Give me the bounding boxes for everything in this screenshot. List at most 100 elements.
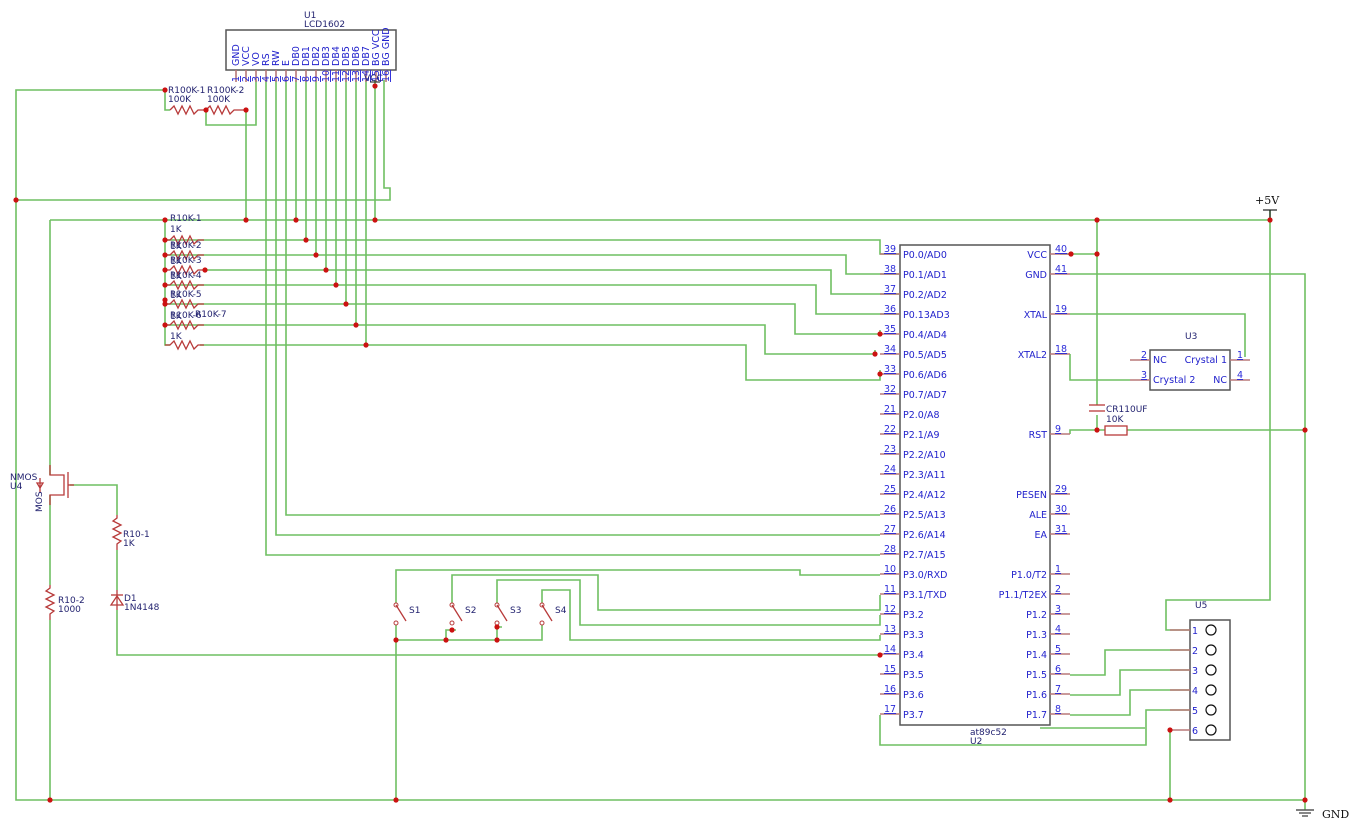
switch-s3[interactable]: S3 <box>494 602 521 626</box>
d1-value: 1N4148 <box>124 603 160 613</box>
switch-label: S3 <box>510 606 521 616</box>
u2-pin-num: 8 <box>1055 704 1061 715</box>
u2-pin-num: 29 <box>1055 484 1067 495</box>
u2-pin-name: P3.7 <box>903 710 924 721</box>
u2-pin-num: 32 <box>884 384 896 395</box>
u2-pin-num: 16 <box>884 684 896 695</box>
switch-s1[interactable]: S1 <box>393 602 420 626</box>
u2-pin-name: P0.5/AD5 <box>903 350 947 361</box>
switch-s2[interactable]: S2 <box>449 602 476 626</box>
u2-pin-num: 33 <box>884 364 896 375</box>
u2-pin-num: 30 <box>1055 504 1067 515</box>
crystal-u3[interactable]: U3 2 NC 1 Crystal 1 3 Crystal 2 4 NC <box>1130 332 1250 391</box>
resistor-r10k[interactable] <box>165 234 204 246</box>
u1-pin-num: 12 <box>341 70 352 82</box>
u1-pin-num: 9 <box>311 76 322 82</box>
junction-dot <box>1302 797 1308 803</box>
u1-pin-num: 8 <box>301 76 312 82</box>
junction-dot <box>202 267 208 273</box>
u2-pin-name: P2.1/A9 <box>903 430 940 441</box>
u2-pin-name: P1.2 <box>1026 610 1047 621</box>
u1-pin-num: 3 <box>251 76 262 82</box>
r10k-value: 1K <box>170 291 183 301</box>
u2-pin-name: XTAL2 <box>1018 350 1047 361</box>
u2-pin-num: 17 <box>884 704 896 715</box>
junction-dot <box>372 83 378 89</box>
junction-dot <box>47 797 53 803</box>
u1-pin-num: 14 <box>361 70 372 82</box>
junction-dot <box>872 351 878 357</box>
resistor-r10k[interactable] <box>165 339 204 351</box>
u2-pin-name: P1.3 <box>1026 630 1047 641</box>
junction-dot <box>303 237 309 243</box>
u5-pin-num: 2 <box>1192 646 1198 657</box>
diode-d1[interactable]: D1 1N4148 <box>109 590 160 613</box>
vcc-flag: VCC <box>364 74 383 84</box>
resistor-r10k[interactable] <box>165 298 204 310</box>
u5-pin-num: 4 <box>1192 686 1198 697</box>
resistor-r100k-1[interactable]: R100K-1 100K <box>168 86 206 116</box>
u2-pin-num: 36 <box>884 304 896 315</box>
u2-pin-num: 18 <box>1055 344 1067 355</box>
switch-s4[interactable]: S4 <box>539 602 567 626</box>
u4-ref: U4 <box>10 482 23 492</box>
r10k-value: 1K <box>170 332 183 342</box>
resistor-r10k[interactable] <box>165 249 204 261</box>
u3-pin-num: 4 <box>1237 370 1243 381</box>
junction-dot <box>162 267 168 273</box>
u2-pin-num: 19 <box>1055 304 1067 315</box>
u1-pin-name: BG VCC <box>371 29 382 66</box>
u2-pin-name: XTAL <box>1024 310 1048 321</box>
junction-dot <box>363 342 369 348</box>
u2-pin-num: 27 <box>884 524 896 535</box>
resistor-network-r10k[interactable]: R10K-11KR10K-21KR10K-31KR10K-41KR10K-51K… <box>165 214 227 351</box>
u2-pin-name: P0.13AD3 <box>903 310 950 321</box>
junction-dot <box>162 297 168 303</box>
u5-socket-icon <box>1205 724 1217 736</box>
u2-pin-num: 2 <box>1055 584 1061 595</box>
nmos-u4[interactable]: NMOS U4 MOS <box>10 465 74 512</box>
u1-pin-name: VO <box>251 52 262 66</box>
u2-pin-name: P0.6/AD6 <box>903 370 947 381</box>
resistor-r10-1[interactable]: R10-1 1K <box>111 515 150 550</box>
u2-part: at89c52 <box>970 728 1007 738</box>
r10k-ref: R10K-4 <box>170 271 202 281</box>
r10k-value: 1K <box>170 272 183 282</box>
u2-pin-num: 25 <box>884 484 896 495</box>
junction-dot <box>1094 217 1100 223</box>
u2-pin-num: 38 <box>884 264 896 275</box>
junction-dot <box>162 252 168 258</box>
junctions <box>13 83 1308 803</box>
capacitor-c1[interactable]: CR110UF <box>1089 404 1147 415</box>
r10k-ref: R10K-7 <box>195 310 227 320</box>
u2-pin-num: 6 <box>1055 664 1061 675</box>
junction-dot <box>162 217 168 223</box>
r10-2-ref: R10-2 <box>58 596 85 606</box>
u2-pin-name: P1.0/T2 <box>1011 570 1047 581</box>
mcu-at89c52-u2[interactable]: at89c52 U2 39P0.0/AD038P0.1/AD137P0.2/AD… <box>880 244 1070 747</box>
u2-ref: U2 <box>970 737 982 747</box>
u2-pin-name: P3.0/RXD <box>903 570 947 581</box>
lcd1602-u1[interactable]: U1 LCD1602 GND1VCC2VO3RS4RW5E6DB07DB18DB… <box>225 11 397 82</box>
junction-dot <box>162 322 168 328</box>
resistor-r10-2[interactable]: R10-2 1000 <box>44 585 85 620</box>
u2-body <box>899 244 1051 726</box>
u2-pin-name: P3.3 <box>903 630 924 641</box>
junction-dot <box>1302 427 1308 433</box>
u1-pin-num: 6 <box>281 76 292 82</box>
u2-pin-num: 31 <box>1055 524 1067 535</box>
u2-pin-num: 39 <box>884 244 896 255</box>
resistor-r10k[interactable] <box>165 279 204 291</box>
junction-dot <box>877 652 883 658</box>
u2-pin-name: P2.5/A13 <box>903 510 946 521</box>
resistor-r1[interactable]: 10K <box>1104 415 1128 436</box>
u1-part: LCD1602 <box>304 20 345 30</box>
resistor-r100k-2[interactable]: R100K-2 100K <box>205 86 246 116</box>
u2-pin-name: P0.1/AD1 <box>903 270 947 281</box>
u2-pin-num: 35 <box>884 324 896 335</box>
u2-pin-num: 11 <box>884 584 896 595</box>
u5-pin-num: 6 <box>1192 726 1198 737</box>
resistor-r10k[interactable] <box>165 264 204 276</box>
resistor-r10k[interactable] <box>165 319 204 331</box>
